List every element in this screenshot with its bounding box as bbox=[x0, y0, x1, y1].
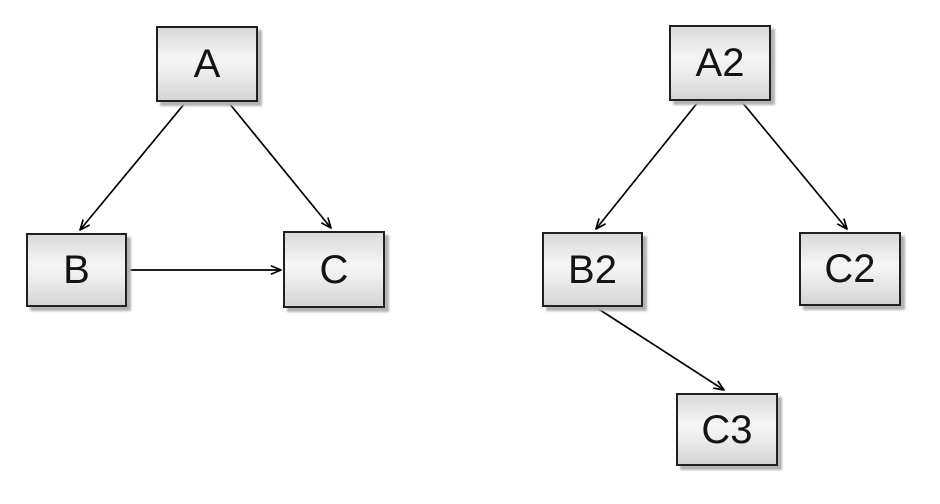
node-label-C: C bbox=[319, 247, 349, 292]
node-A[interactable]: A bbox=[156, 26, 258, 102]
edge-A-to-C[interactable] bbox=[228, 102, 332, 229]
edges-group bbox=[79, 101, 848, 391]
edge-A2-to-B2[interactable] bbox=[595, 101, 699, 230]
edge-B2-to-C3[interactable] bbox=[596, 307, 725, 391]
node-B2[interactable]: B2 bbox=[542, 232, 643, 307]
node-A2[interactable]: A2 bbox=[669, 25, 771, 101]
node-B[interactable]: B bbox=[26, 233, 127, 307]
node-label-B2: B2 bbox=[568, 247, 617, 292]
node-C[interactable]: C bbox=[283, 231, 385, 308]
node-label-C3: C3 bbox=[701, 407, 753, 452]
node-label-C2: C2 bbox=[824, 247, 876, 291]
node-label-B: B bbox=[63, 248, 90, 292]
node-label-A: A bbox=[193, 42, 221, 86]
node-C3[interactable]: C3 bbox=[676, 393, 778, 466]
edge-A-to-B[interactable] bbox=[79, 102, 186, 231]
node-C2[interactable]: C2 bbox=[799, 232, 901, 306]
edge-A2-to-C2[interactable] bbox=[741, 101, 848, 230]
node-label-A2: A2 bbox=[695, 41, 745, 85]
